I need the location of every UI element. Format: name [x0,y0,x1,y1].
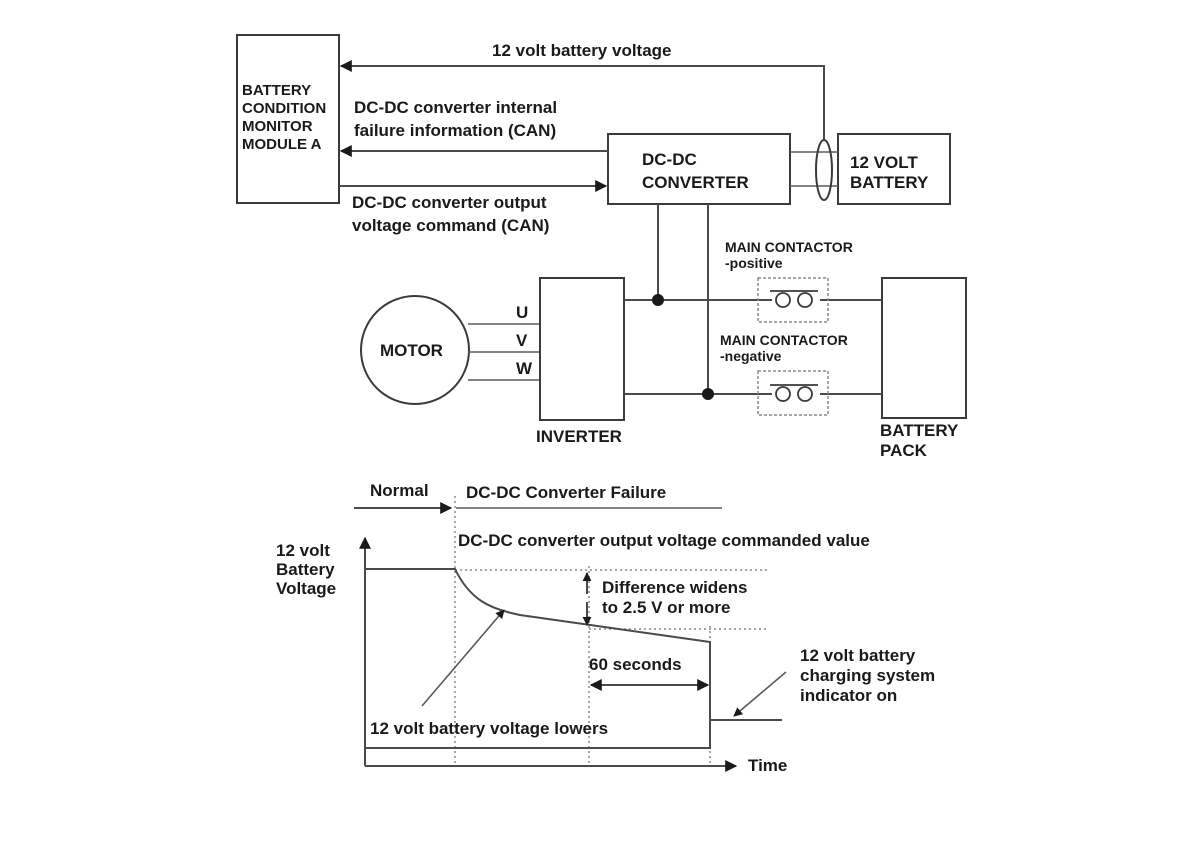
inverter-label: INVERTER [536,427,622,446]
contactor-negative-label-line-2: -negative [720,348,782,364]
phase-w-label: W [516,359,533,378]
motor-label: MOTOR [380,341,443,360]
phase-header: Normal DC-DC Converter Failure [354,481,722,514]
contactor-negative-label-line-1: MAIN CONTACTOR [720,332,848,348]
phase-failure-label: DC-DC Converter Failure [466,483,666,502]
commanded-value-line: DC-DC converter output voltage commanded… [455,531,870,630]
indicator-label-line-1: 12 volt battery [800,646,916,665]
indicator-label-line-2: charging system [800,666,935,685]
commanded-value-label: DC-DC converter output voltage commanded… [458,531,870,550]
battery-pack-label-line-1: BATTERY [880,421,959,440]
output-command-label-line-1: DC-DC converter output [352,193,547,212]
voltage-lowers-label: 12 volt battery voltage lowers [370,719,608,738]
phase-u-label: U [516,303,528,322]
battery-12v-label-line-1: 12 VOLT [850,153,918,172]
inverter-block: INVERTER [536,277,625,446]
battery-pack-label-line-2: PACK [880,441,928,460]
bcm-label-line-1: BATTERY [242,82,311,99]
hv-bus-negative [624,204,882,400]
failure-info-signal: DC-DC converter internal failure informa… [339,98,608,157]
dcdc-label-line-2: CONVERTER [642,173,749,192]
voltage-lowers-annotation: 12 volt battery voltage lowers [370,609,608,738]
phase-lines: U V W [468,303,540,381]
main-contactor-positive: MAIN CONTACTOR -positive [725,239,853,323]
contactor-positive-label-line-2: -positive [725,255,783,271]
output-command-signal: DC-DC converter output voltage command (… [339,180,608,235]
dcdc-label-line-1: DC-DC [642,150,697,169]
duration-label: 60 seconds [589,655,682,674]
indicator-trace [365,719,782,749]
difference-label-line-2: to 2.5 V or more [602,598,730,617]
motor-block: MOTOR [360,295,470,405]
x-axis-label: Time [748,756,787,775]
bcm-label-line-3: MONITOR [242,118,313,135]
failure-info-label-line-1: DC-DC converter internal [354,98,557,117]
bcm-block: BATTERY CONDITION MONITOR MODULE A [236,34,340,204]
failure-info-label-line-2: failure information (CAN) [354,121,556,140]
battery-12v-label-line-2: BATTERY [850,173,929,192]
dcdc-battery-link [790,139,838,201]
indicator-label-line-3: indicator on [800,686,897,705]
current-sensor [815,139,833,201]
battery-voltage-trace [365,568,711,748]
battery-voltage-signal-label: 12 volt battery voltage [492,41,672,60]
y-axis-label-line-3: Voltage [276,579,336,598]
bcm-label-line-2: CONDITION [242,100,326,117]
y-axis-label-line-2: Battery [276,560,335,579]
phase-v-label: V [516,331,528,350]
bcm-label-line-4: MODULE A [242,136,322,153]
output-command-label-line-2: voltage command (CAN) [352,216,549,235]
indicator-annotation: 12 volt battery charging system indicato… [733,646,935,717]
dcdc-converter-block: DC-DC CONVERTER [607,133,791,205]
difference-label-line-1: Difference widens [602,578,748,597]
y-axis-label-line-1: 12 volt [276,541,330,560]
contactor-positive-label-line-1: MAIN CONTACTOR [725,239,853,255]
phase-normal-label: Normal [370,481,429,500]
battery-voltage-signal: 12 volt battery voltage [339,41,825,140]
difference-annotation: Difference widens to 2.5 V or more [582,572,748,626]
main-contactor-negative: MAIN CONTACTOR -negative [720,332,848,416]
battery-12v-block: 12 VOLT BATTERY [837,133,951,205]
duration-annotation: 60 seconds [589,655,710,691]
hv-bus-positive [624,204,882,306]
chart-axes: 12 volt Battery Voltage Time [276,536,787,775]
battery-pack-block: BATTERY PACK [880,277,967,460]
